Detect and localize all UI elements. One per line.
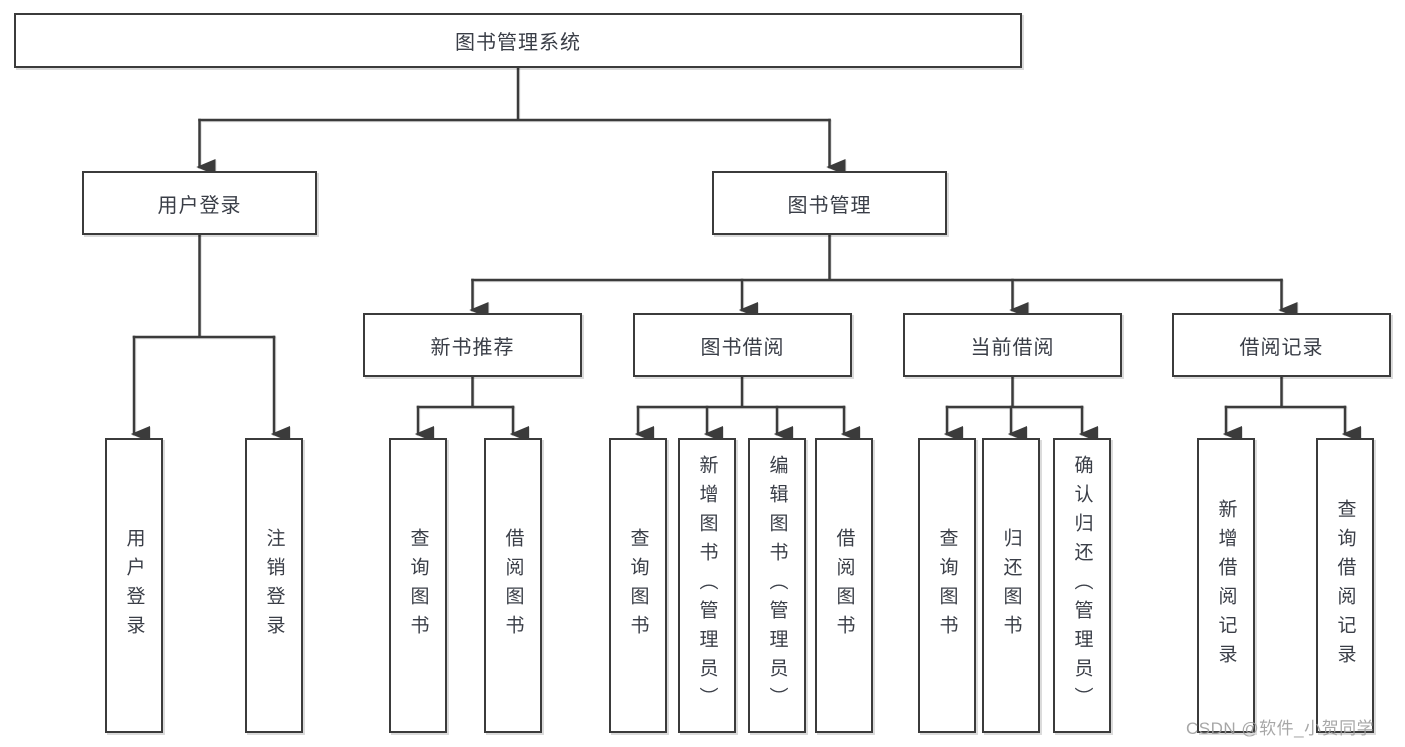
leaf-current-query-books: 查询图书 — [918, 438, 976, 733]
node-label: 查询图书 — [627, 527, 649, 644]
leaf-current-confirm-return-admin: 确认归还（管理员） — [1053, 438, 1111, 733]
leaf-user-login: 用户登录 — [105, 438, 163, 733]
node-borrow-records: 借阅记录 — [1172, 313, 1391, 377]
leaf-borrowing-borrow-books: 借阅图书 — [815, 438, 873, 733]
leaf-current-return-books: 归还图书 — [982, 438, 1040, 733]
node-label: 用户登录 — [157, 194, 242, 217]
node-label: 新书推荐 — [430, 336, 515, 359]
node-label: 借阅记录 — [1239, 336, 1324, 359]
leaf-borrowing-add-books-admin: 新增图书（管理员） — [678, 438, 736, 733]
node-label: 查询图书 — [936, 527, 958, 644]
leaf-records-query-record: 查询借阅记录 — [1316, 438, 1374, 733]
node-label: 确认归还（管理员） — [1071, 455, 1093, 716]
node-label: 查询借阅记录 — [1334, 498, 1356, 673]
node-new-book-recommend: 新书推荐 — [363, 313, 582, 377]
node-label: 用户登录 — [123, 527, 145, 644]
node-label: 归还图书 — [1000, 527, 1022, 644]
node-current-borrowing: 当前借阅 — [903, 313, 1122, 377]
leaf-recommend-borrow-books: 借阅图书 — [484, 438, 542, 733]
node-book-management: 图书管理 — [712, 171, 947, 235]
leaf-borrowing-edit-books-admin: 编辑图书（管理员） — [748, 438, 806, 733]
node-label: 注销登录 — [263, 527, 285, 644]
node-label: 图书管理系统 — [455, 32, 581, 54]
node-label: 图书借阅 — [700, 336, 785, 359]
node-label: 新增借阅记录 — [1215, 498, 1237, 673]
node-book-system: 图书管理系统 — [14, 13, 1022, 68]
leaf-records-add-record: 新增借阅记录 — [1197, 438, 1255, 733]
node-label: 图书管理 — [787, 194, 872, 217]
node-label: 借阅图书 — [502, 527, 524, 644]
node-label: 编辑图书（管理员） — [766, 455, 788, 716]
leaf-logout: 注销登录 — [245, 438, 303, 733]
node-user-login: 用户登录 — [82, 171, 317, 235]
leaf-recommend-query-books: 查询图书 — [389, 438, 447, 733]
node-label: 查询图书 — [407, 527, 429, 644]
node-label: 新增图书（管理员） — [696, 455, 718, 716]
leaf-borrowing-query-books: 查询图书 — [609, 438, 667, 733]
node-label: 当前借阅 — [970, 336, 1055, 359]
csdn-watermark: CSDN @软件_小贺同学 — [1186, 719, 1375, 738]
node-book-borrowing: 图书借阅 — [633, 313, 852, 377]
node-label: 借阅图书 — [833, 527, 855, 644]
